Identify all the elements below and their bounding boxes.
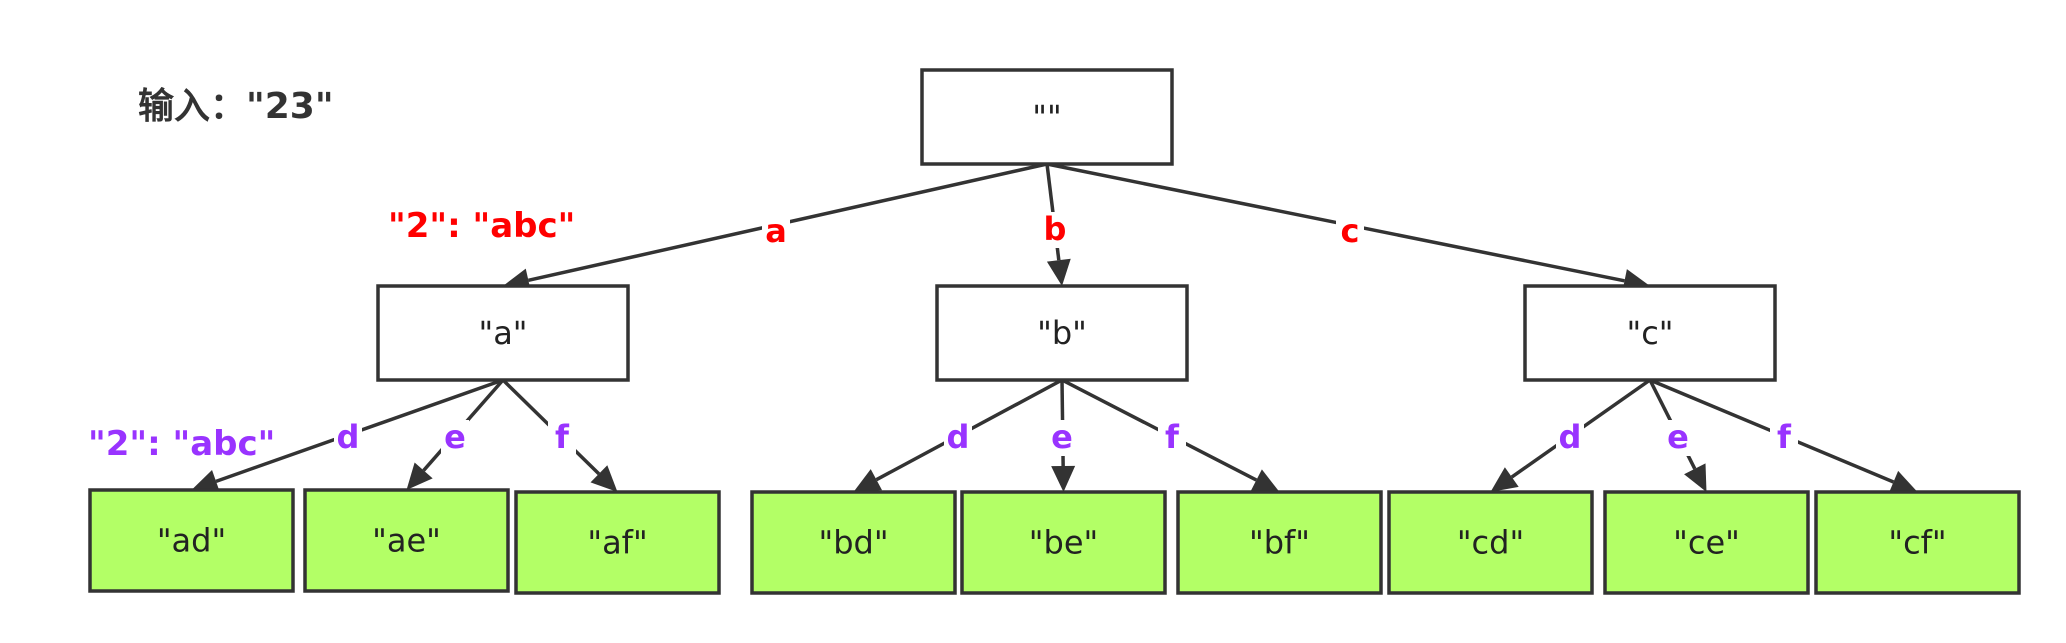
nodes-group: "" "a" "b" "c" "ad" "ae" "af" "bd" "be" "bf" "cd" "… xyxy=(88,68,2021,595)
edge-label-bf: f xyxy=(1165,418,1180,456)
edge-label-bg-cf xyxy=(1770,420,1798,456)
node-b: "b" xyxy=(935,284,1189,382)
edge-arrowhead-b-bf xyxy=(1250,469,1280,492)
edge-arrowhead-a-ae xyxy=(406,462,433,490)
edge-labels-group: a b c d e f d e f d e f xyxy=(334,210,1798,456)
leaf-node-label-bf: "bf" xyxy=(1249,524,1310,562)
edge-label-bg-bd xyxy=(944,420,972,456)
level1-mapping-note: "2": "abc" xyxy=(388,206,575,246)
edge-label-bg-ad xyxy=(334,420,362,456)
leaf-node-box-cf xyxy=(1814,490,2021,595)
edge-label-c: c xyxy=(1341,212,1360,250)
root-node-label-root: "" xyxy=(1032,98,1061,136)
edge-label-bg-cd xyxy=(1556,420,1584,456)
edge-label-b: b xyxy=(1044,210,1067,248)
leaf-node-bd: "bd" xyxy=(750,490,957,595)
edge-arrowhead-b-be xyxy=(1051,465,1076,492)
leaf-node-box-ae xyxy=(303,488,510,593)
edge-line-root-c xyxy=(1046,162,1625,283)
node-label-a: "a" xyxy=(478,314,527,352)
leaf-node-ad: "ad" xyxy=(88,488,295,593)
node-box-c xyxy=(1523,284,1777,382)
node-a: "a" xyxy=(376,284,630,382)
leaf-node-box-bd xyxy=(750,490,957,595)
leaf-node-cf: "cf" xyxy=(1814,490,2021,595)
edge-arrowhead-b-bd xyxy=(853,469,883,492)
node-box-b xyxy=(935,284,1189,382)
leaf-node-box-bf xyxy=(1176,490,1383,595)
edge-label-bd: d xyxy=(947,418,970,456)
leaf-node-box-be xyxy=(960,490,1167,595)
edge-arrowhead-a-af xyxy=(590,465,618,492)
leaf-node-box-cd xyxy=(1387,490,1594,595)
leaf-node-label-cf: "cf" xyxy=(1888,524,1946,562)
leaf-node-label-be: "be" xyxy=(1029,524,1098,562)
leaf-node-box-af xyxy=(514,490,721,595)
node-c: "c" xyxy=(1523,284,1777,382)
leaf-node-label-ae: "ae" xyxy=(372,522,441,560)
root-node-root: "" xyxy=(920,68,1174,166)
root-node-box-root xyxy=(920,68,1174,166)
level2-mapping-note: "2": "abc" xyxy=(88,424,275,464)
edge-label-be: e xyxy=(1051,418,1073,456)
edge-label-bg-ce xyxy=(1664,420,1692,456)
leaf-node-label-cd: "cd" xyxy=(1457,524,1524,562)
edge-label-ce: e xyxy=(1667,418,1689,456)
edge-label-bg-af xyxy=(548,420,576,456)
leaf-node-bf: "bf" xyxy=(1176,490,1383,595)
leaf-node-box-ad xyxy=(88,488,295,593)
edge-label-bg-c xyxy=(1336,214,1364,250)
leaf-node-box-ce xyxy=(1603,490,1810,595)
leaf-node-ce: "ce" xyxy=(1603,490,1810,595)
edge-arrowhead-a-ad xyxy=(191,470,221,493)
edge-label-af: f xyxy=(555,418,570,456)
edge-label-bg-ae xyxy=(441,420,469,456)
leaf-node-label-ce: "ce" xyxy=(1673,524,1740,562)
edge-arrowhead-root-b xyxy=(1046,258,1071,286)
edge-label-ae: e xyxy=(444,418,466,456)
edge-label-bg-a xyxy=(762,214,790,250)
leaf-node-af: "af" xyxy=(514,490,721,595)
edges-group xyxy=(191,162,1918,494)
edge-label-cd: d xyxy=(1559,418,1582,456)
node-box-a xyxy=(376,284,630,382)
input-label: 输入："23" xyxy=(138,86,334,127)
edge-arrowhead-c-cd xyxy=(1490,467,1519,492)
node-label-b: "b" xyxy=(1037,314,1087,352)
edge-label-bg-bf xyxy=(1158,420,1186,456)
leaf-node-label-af: "af" xyxy=(587,524,647,562)
edge-label-ad: d xyxy=(337,418,360,456)
edge-label-a: a xyxy=(765,212,787,250)
edge-label-bg-be xyxy=(1048,420,1076,456)
edge-label-bg-b xyxy=(1041,212,1069,248)
edge-arrowhead-c-ce xyxy=(1684,463,1707,492)
edge-arrowhead-c-cf xyxy=(1888,470,1918,494)
leaf-node-ae: "ae" xyxy=(303,488,510,593)
leaf-node-cd: "cd" xyxy=(1387,490,1594,595)
leaf-node-label-ad: "ad" xyxy=(157,522,226,560)
leaf-node-be: "be" xyxy=(960,490,1167,595)
edge-label-cf: f xyxy=(1777,418,1792,456)
leaf-node-label-bd: "bd" xyxy=(818,524,888,562)
node-label-c: "c" xyxy=(1626,314,1673,352)
